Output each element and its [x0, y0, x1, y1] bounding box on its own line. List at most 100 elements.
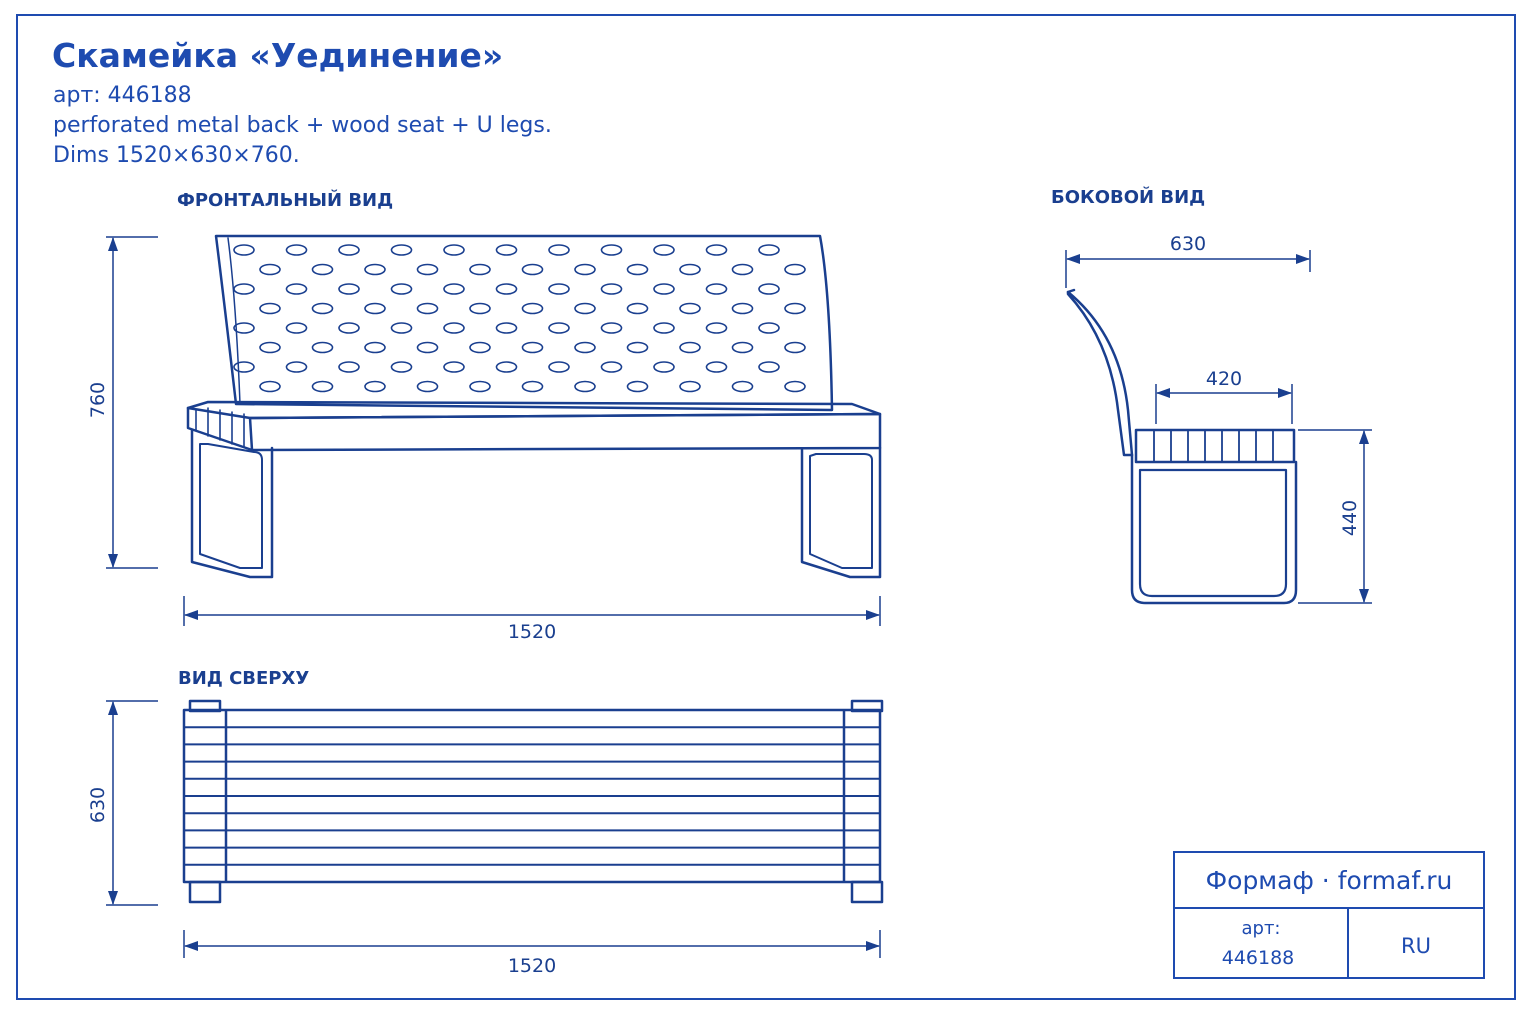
side-depth-value: 630 [1170, 233, 1206, 255]
perforation-hole [653, 322, 675, 334]
perforation-hole [469, 302, 491, 315]
perforation-hole [653, 244, 675, 256]
side-backrest [1066, 290, 1134, 457]
perforation-hole [259, 380, 281, 393]
title-block-article-label: арт: [1241, 918, 1280, 939]
top-seat-slat-lines [184, 726, 880, 866]
perforation-hole [626, 341, 649, 354]
perforation-hole [364, 263, 386, 276]
side-seat-slats [1134, 428, 1296, 464]
side-leg-inner [1138, 468, 1288, 598]
perforation-hole [233, 361, 255, 373]
perforation-hole [574, 380, 596, 393]
front-view [186, 234, 882, 579]
perforation-hole [653, 283, 675, 295]
perforation-hole [731, 380, 754, 393]
side-view-label: БОКОВОЙ ВИД [1051, 187, 1206, 208]
perforation-hole [416, 380, 439, 393]
perforation-hole [469, 341, 491, 354]
title-block-company: Формаф · formaf.ru [1206, 866, 1453, 895]
perforation-hole [338, 244, 360, 256]
front-left-leg [190, 428, 274, 579]
perforation-hole [416, 263, 439, 276]
perforation-hole [679, 341, 701, 354]
top-view-label: ВИД СВЕРХУ [178, 668, 310, 689]
perforation-hole [626, 302, 649, 315]
front-seat-ends [186, 406, 254, 452]
perforation-hole [548, 283, 570, 295]
title-block [1173, 851, 1485, 979]
article-line: арт: 446188 [53, 83, 192, 108]
perforation-hole [784, 263, 806, 276]
perforation-hole [679, 380, 701, 393]
perforation-hole [653, 361, 675, 373]
perforation-hole [311, 263, 334, 276]
top-view [182, 699, 884, 904]
front-right-leg [800, 446, 882, 579]
perforation-hole [338, 283, 360, 295]
perforation-hole [338, 322, 360, 334]
perforation-hole [338, 361, 360, 373]
perforation-hole [285, 322, 308, 334]
perforation-hole [600, 322, 623, 334]
perforation-hole [285, 283, 308, 295]
perforation-hole [443, 361, 465, 373]
perforation-hole [390, 244, 413, 256]
perforation-hole [731, 302, 754, 315]
perforation-hole [495, 244, 518, 256]
side-seat-depth-value: 420 [1206, 368, 1242, 390]
perforation-hole [521, 263, 544, 276]
front-right-leg-inner [809, 453, 873, 569]
front-seat-top [186, 400, 882, 420]
perforation-hole [574, 341, 596, 354]
perforation-hole [495, 322, 518, 334]
perforation-hole [705, 361, 728, 373]
perforation-hole [390, 322, 413, 334]
perforation-hole [758, 322, 780, 334]
perforation-hole [679, 263, 701, 276]
perforation-hole [311, 380, 334, 393]
title-block-language: RU [1401, 934, 1431, 958]
front-backrest [214, 234, 834, 412]
perforation-hole [469, 380, 491, 393]
top-depth-dimension [106, 700, 158, 906]
top-width-dimension [183, 930, 881, 958]
top-left-leg-cap-bottom [188, 880, 222, 904]
perforation-hole [469, 263, 491, 276]
front-seat-board [248, 412, 882, 452]
perforation-hole [548, 322, 570, 334]
backrest-perforation [233, 244, 806, 393]
perforation-hole [705, 244, 728, 256]
dimensions-line: Dims 1520×630×760. [53, 143, 300, 168]
perforation-hole [784, 380, 806, 393]
perforation-hole [521, 380, 544, 393]
perforation-hole [705, 322, 728, 334]
side-view [1066, 288, 1298, 605]
perforation-hole [521, 341, 544, 354]
side-depth-dimension [1065, 250, 1311, 288]
side-leg-outer [1130, 453, 1298, 605]
front-view-label: ФРОНТАЛЬНЫЙ ВИД [177, 190, 394, 211]
perforation-hole [364, 302, 386, 315]
perforation-hole [574, 263, 596, 276]
front-height-dimension [106, 236, 158, 569]
side-seat-depth-dimension [1155, 384, 1293, 424]
perforation-hole [259, 341, 281, 354]
front-width-value: 1520 [508, 621, 556, 643]
perforation-hole [233, 244, 255, 256]
perforation-hole [784, 302, 806, 315]
title-block-article-value: 446188 [1222, 947, 1295, 969]
top-width-value: 1520 [508, 955, 556, 977]
perforation-hole [390, 283, 413, 295]
description-line: perforated metal back + wood seat + U le… [53, 113, 552, 138]
perforation-hole [390, 361, 413, 373]
perforation-hole [495, 283, 518, 295]
perforation-hole [443, 322, 465, 334]
top-right-leg-cap-bottom [850, 880, 884, 904]
perforation-hole [311, 302, 334, 315]
perforation-hole [416, 302, 439, 315]
perforation-hole [521, 302, 544, 315]
perforation-hole [758, 244, 780, 256]
front-left-leg-inner [199, 443, 263, 569]
